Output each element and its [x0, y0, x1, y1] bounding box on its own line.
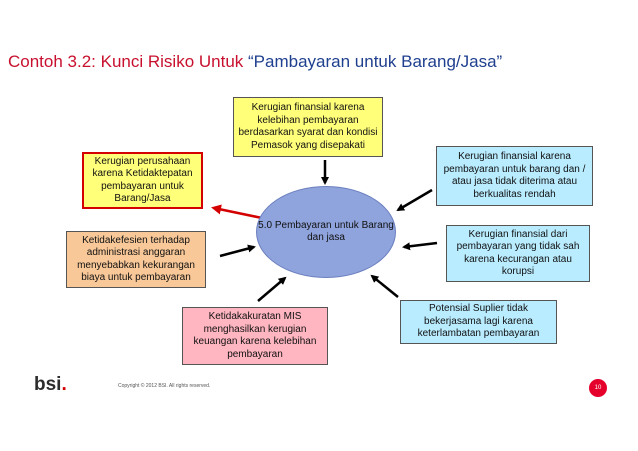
- slide-title: Contoh 3.2: Kunci Risiko Untuk “Pambayar…: [8, 52, 502, 72]
- title-prefix: Contoh 3.2: Kunci Risiko Untuk: [8, 52, 249, 71]
- arrow-from-top-right: [396, 188, 433, 212]
- arrow-from-bottom-center: [257, 276, 287, 302]
- risk-box-bottom-right: Potensial Suplier tidak bekerjasama lagi…: [400, 300, 557, 344]
- copyright-notice: Copyright © 2012 BSI. All rights reserve…: [118, 383, 211, 389]
- risk-box-top: Kerugian finansial karena kelebihan pemb…: [233, 97, 383, 157]
- risk-box-mid-right: Kerugian finansial dari pembayaran yang …: [446, 225, 590, 282]
- title-subject: “Pambayaran untuk Barang/Jasa”: [248, 52, 503, 71]
- central-process: 5.0 Pembayaran untuk Barang dan jasa: [256, 186, 396, 278]
- risk-box-mid-left: Ketidakefesien terhadap administrasi ang…: [66, 231, 206, 288]
- risk-box-bottom-center: Ketidakakuratan MIS menghasilkan kerugia…: [182, 307, 328, 365]
- arrow-from-mid-left: [219, 244, 256, 258]
- arrow-to-top-left: [211, 204, 263, 220]
- risk-box-top-right: Kerugian finansial karena pembayaran unt…: [436, 146, 593, 206]
- arrow-from-mid-right: [402, 241, 438, 251]
- risk-box-top-left: Kerugian perusahaan karena Ketidaktepata…: [82, 152, 203, 209]
- arrow-from-bottom-right: [370, 274, 399, 298]
- page-number-badge: 10: [589, 379, 607, 397]
- bsi-logo: bsi.: [34, 374, 67, 395]
